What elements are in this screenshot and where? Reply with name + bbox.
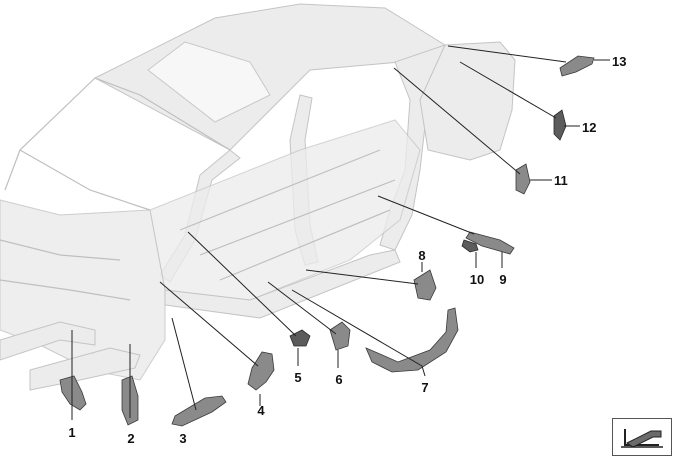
part-7 [365, 307, 459, 373]
callout-3: 3 [179, 431, 186, 446]
part-10 [461, 239, 479, 253]
callout-5: 5 [294, 370, 301, 385]
callout-1: 1 [68, 425, 75, 440]
callout-7: 7 [421, 380, 428, 395]
callout-12: 12 [582, 120, 596, 135]
page-navigator-icon[interactable] [612, 418, 672, 456]
callout-2: 2 [127, 431, 134, 446]
callout-10: 10 [470, 272, 484, 287]
leader-lines [71, 45, 610, 420]
callout-8: 8 [418, 248, 425, 263]
callout-4: 4 [257, 403, 265, 418]
part-13 [559, 55, 595, 77]
navigator-arrow-icon [621, 429, 663, 448]
part-4 [247, 351, 275, 391]
callout-11: 11 [554, 173, 568, 188]
callout-6: 6 [335, 372, 342, 387]
part-3 [171, 395, 227, 427]
part-5 [289, 329, 311, 347]
callout-13: 13 [612, 54, 626, 69]
part-1 [59, 375, 87, 411]
car-body-outline [0, 3, 516, 391]
part-11 [515, 163, 531, 195]
part-6 [329, 321, 351, 351]
callout-9: 9 [499, 272, 506, 287]
part-9 [465, 231, 515, 255]
part-12 [553, 109, 567, 141]
part-8 [413, 269, 437, 301]
